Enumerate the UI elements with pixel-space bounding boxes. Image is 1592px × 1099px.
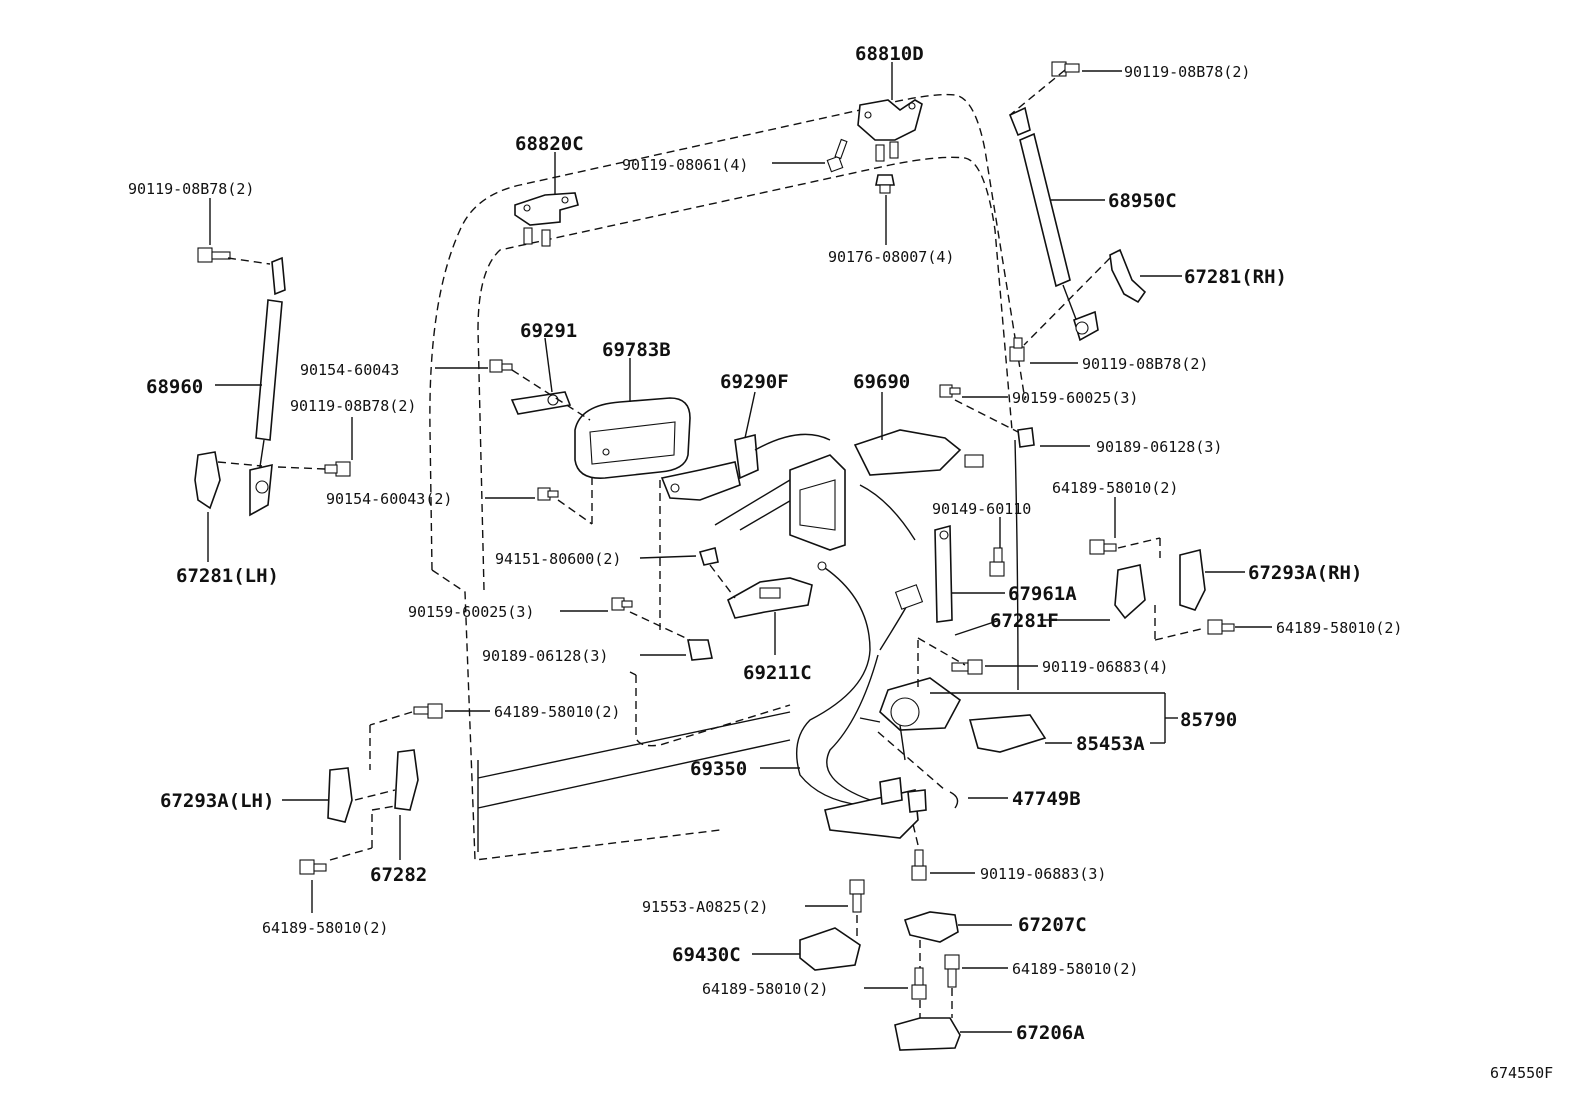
- label-64189-58010-bot-left: 64189-58010(2): [702, 980, 828, 998]
- label-67282: 67282: [370, 864, 427, 886]
- label-69783B: 69783B: [602, 339, 671, 361]
- label-91553-A0825: 91553-A0825(2): [642, 898, 768, 916]
- label-90119-08B78-mid: 90119-08B78(2): [1082, 355, 1208, 373]
- label-69430C: 69430C: [672, 944, 741, 966]
- label-64189-58010-lh-bot: 64189-58010(2): [262, 919, 388, 937]
- screw-90159-60025-top: [939, 384, 961, 398]
- label-90159-60025-top: 90159-60025(3): [1012, 389, 1138, 407]
- clip-90189-06128-left: [687, 639, 713, 661]
- back-door-outline: [429, 93, 1026, 861]
- label-68960: 68960: [146, 376, 203, 398]
- label-90149-60110: 90149-60110: [932, 500, 1031, 518]
- clip-90189-06128-top: [1017, 427, 1035, 448]
- label-64189-58010-lh-top: 64189-58010(2): [494, 703, 620, 721]
- clip-94151-80600: [698, 547, 719, 566]
- gas-strut-68950C: [1008, 106, 1099, 342]
- label-67207C: 67207C: [1018, 914, 1087, 936]
- label-64189-58010-rh-bot: 64189-58010(2): [1276, 619, 1402, 637]
- label-64189-58010-rh-top: 64189-58010(2): [1052, 479, 1178, 497]
- stopper-67961A: [934, 524, 953, 623]
- hinge-68810D: [857, 99, 923, 162]
- latch-assembly: [824, 777, 927, 839]
- bolt-91553-A0825: [849, 879, 865, 913]
- label-67281-RH: 67281(RH): [1184, 266, 1287, 288]
- label-90119-06883-3: 90119-06883(3): [980, 865, 1106, 883]
- label-67293A-LH: 67293A(LH): [160, 790, 274, 812]
- bolt-64189-58010-bot-left: [911, 967, 927, 1000]
- screw-90159-60025-left: [611, 597, 633, 611]
- lock-assembly-69290F: [660, 433, 831, 531]
- bolt-90119-08B78-left: [197, 247, 231, 263]
- garnish-69291: [510, 391, 572, 415]
- leader-lines: [207, 62, 1272, 1033]
- part-labels: 68810D 90119-08B78(2) 68820C 90119-08061…: [128, 43, 1553, 1082]
- gas-strut-68960: [249, 256, 286, 517]
- screw-90154-60043-2: [537, 487, 559, 501]
- bracket-67281-RH: [1109, 248, 1147, 304]
- screw-90154-60043: [489, 359, 513, 373]
- bolt-90119-08B78-lh: [324, 461, 351, 477]
- label-47749B: 47749B: [1012, 788, 1081, 810]
- plate-67206A: [894, 1017, 961, 1051]
- label-90189-06128-top: 90189-06128(3): [1096, 438, 1222, 456]
- label-68820C: 68820C: [515, 133, 584, 155]
- bolt-64189-58010-lh-top: [413, 703, 443, 719]
- cover-69783B: [574, 397, 691, 479]
- label-69211C: 69211C: [743, 662, 812, 684]
- label-90119-08B78-top: 90119-08B78(2): [1124, 63, 1250, 81]
- label-67281-LH: 67281(LH): [176, 565, 279, 587]
- hinge-68820C: [514, 192, 579, 247]
- label-85453A: 85453A: [1076, 733, 1145, 755]
- clip-90176-08007: [875, 174, 895, 194]
- bolt-64189-58010-rh-bot: [1207, 619, 1235, 635]
- bolt-90119-06883-4: [951, 659, 983, 675]
- label-90119-08061: 90119-08061(4): [622, 156, 748, 174]
- bolt-64189-58010-rh-top: [1089, 539, 1117, 555]
- label-90119-08B78-left: 90119-08B78(2): [128, 180, 254, 198]
- bolt-64189-58010-lh-bot: [299, 859, 327, 875]
- lock-control-69690: [789, 429, 984, 551]
- label-69690: 69690: [853, 371, 910, 393]
- handle-69211C: [727, 577, 813, 619]
- actuator-85790: [859, 677, 1047, 761]
- label-90154-60043: 90154-60043: [300, 361, 399, 379]
- label-68950C: 68950C: [1108, 190, 1177, 212]
- striker-69430C: [799, 927, 861, 971]
- label-67961A: 67961A: [1008, 583, 1077, 605]
- label-64189-58010-bot-right: 64189-58010(2): [1012, 960, 1138, 978]
- bumper-67293A-LH: [327, 749, 419, 823]
- label-90159-60025-left: 90159-60025(3): [408, 603, 534, 621]
- label-94151-80600: 94151-80600(2): [495, 550, 621, 568]
- plate-67207C: [903, 911, 959, 943]
- bolt-64189-58010-bot-right: [944, 954, 960, 988]
- label-67281F: 67281F: [990, 610, 1059, 632]
- label-67206A: 67206A: [1016, 1022, 1085, 1044]
- label-90119-08B78-lh: 90119-08B78(2): [290, 397, 416, 415]
- bracket-67281-LH: [194, 451, 221, 510]
- label-67293A-RH: 67293A(RH): [1248, 562, 1362, 584]
- label-85790: 85790: [1180, 709, 1237, 731]
- bolt-90119-06883-3: [911, 849, 927, 881]
- label-69290F: 69290F: [720, 371, 789, 393]
- label-90176-08007: 90176-08007(4): [828, 248, 954, 266]
- diagram-code: 674550F: [1490, 1064, 1553, 1082]
- label-69350: 69350: [690, 758, 747, 780]
- label-90189-06128-left: 90189-06128(3): [482, 647, 608, 665]
- label-68810D: 68810D: [855, 43, 924, 65]
- cable-69350: [796, 561, 924, 806]
- rod-47749B: [949, 791, 959, 809]
- label-90119-06883-4: 90119-06883(4): [1042, 658, 1168, 676]
- bolt-90119-08061: [826, 138, 848, 173]
- screw-90149-60110: [989, 547, 1005, 577]
- bolt-90119-08B78-mid: [1009, 337, 1025, 362]
- bolt-90119-08B78-top: [1051, 61, 1080, 77]
- label-90154-60043-2: 90154-60043(2): [326, 490, 452, 508]
- bumper-67293A-RH: [1114, 549, 1206, 620]
- label-69291: 69291: [520, 320, 577, 342]
